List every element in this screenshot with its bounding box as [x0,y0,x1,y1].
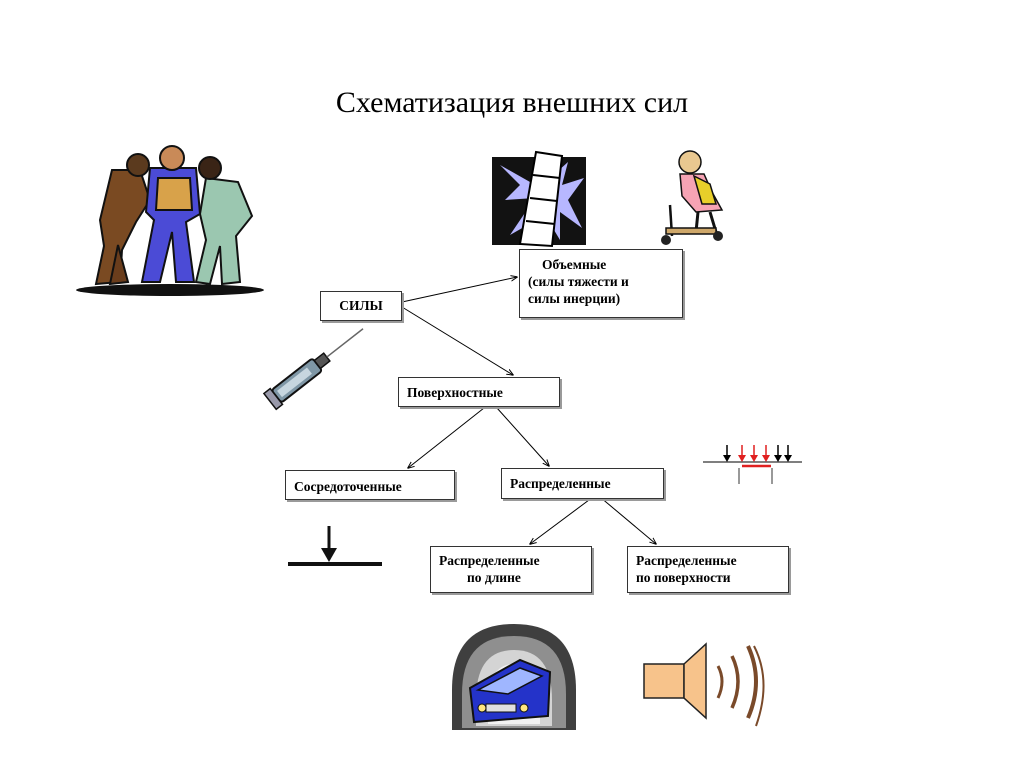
arrow-surface-concentrated [408,407,485,468]
node-distributed-surface: Распределенные по поверхности [627,546,789,593]
tunnel-bus-icon [452,624,576,730]
node-forces: СИЛЫ [320,291,402,321]
node-surface: Поверхностные [398,377,560,407]
arrow-surface-distributed [496,407,549,466]
node-volumetric: Объемные (силы тяжести и силы инерции) [519,249,683,318]
child-scooter-icon [661,150,724,245]
node-distributed-surface-line1: Распределенные [636,553,737,568]
arrow-forces-surface [401,306,513,375]
node-distributed-length-line1: Распределенные [439,553,540,568]
leaning-tower-icon [492,150,586,248]
people-pushing-icon [76,145,264,296]
node-volumetric-line3: силы инерции) [528,291,621,306]
syringe-icon [262,328,364,411]
slide-title: Схематизация внешних сил [335,86,689,119]
arrow-distributed-surface [599,496,656,544]
loudspeaker-icon [643,642,765,727]
node-concentrated: Сосредоточенные [285,470,455,500]
node-distributed-surface-line2: по поверхности [636,570,731,585]
node-concentrated-label: Сосредоточенные [294,479,402,494]
node-distributed-label: Распределенные [510,476,611,491]
node-distributed-length-line2: по длине [467,570,521,585]
arrow-forces-volumetric [401,277,517,303]
node-volumetric-line1: Объемные [542,257,607,272]
arrow-distributed-length [530,496,594,544]
node-forces-label: СИЛЫ [339,298,383,313]
node-volumetric-line2: (силы тяжести и [528,274,629,289]
node-distributed: Распределенные [501,468,664,499]
node-distributed-length: Распределенные по длине [430,546,592,593]
distributed-load-icon [703,445,802,484]
point-load-icon [288,526,382,566]
node-surface-label: Поверхностные [407,385,503,400]
